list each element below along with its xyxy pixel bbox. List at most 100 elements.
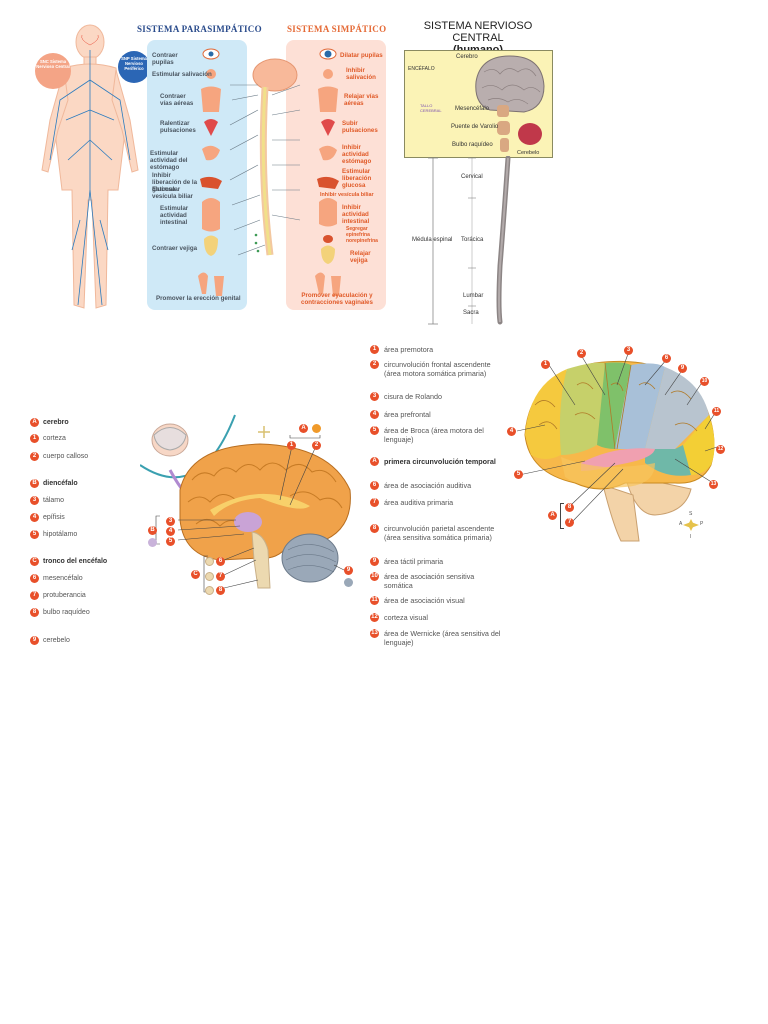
para-item: Estimular vesícula biliar (152, 186, 193, 200)
sympathetic-title: SISTEMA SIMPÁTICO (287, 24, 387, 34)
cns-sacra-label: Sacra (463, 310, 479, 316)
para-item: Contraer vías aéreas (160, 93, 194, 107)
cns-lumbar-label: Lumbar (463, 293, 484, 299)
marker-b: B (148, 526, 157, 535)
lat-marker-5: 5 (514, 470, 523, 479)
simp-item: Promover eyaculación y contracciones vag… (301, 292, 373, 306)
para-item: Estimular salivación (152, 71, 212, 78)
cns-encefalo-label: ENCÉFALO (408, 66, 435, 72)
lat-marker-4: 4 (507, 427, 516, 436)
snc-badge-label: SNC Sistema Nervioso Central (36, 59, 70, 69)
marker-6: 6 (216, 557, 225, 566)
lat-marker-9: 9 (678, 364, 687, 373)
central-brain-spine-illustration (229, 58, 301, 256)
marker-2: 2 (312, 441, 321, 450)
marker-a: A (299, 424, 308, 433)
marker-c-dot2 (205, 572, 214, 581)
para-item: Inhibir liberación de la glucosa (152, 172, 198, 193)
parasympathetic-title: SISTEMA PARASIMPÁTICO (137, 24, 262, 34)
cns-tallo-label: TALLO CEREBRAL (420, 103, 442, 113)
marker-b-dot (148, 538, 157, 547)
cns-brain-illustration (475, 55, 545, 152)
lat-marker-a: A (548, 511, 557, 520)
marker-5: 5 (166, 537, 175, 546)
para-item: Contraer pupilas (152, 52, 178, 66)
simp-item: Inhibir salivación (346, 67, 376, 81)
lateral-brain-illustration (516, 350, 718, 542)
cns-bulbo-label: Bulbo raquídeo (452, 142, 493, 148)
para-item: Estimular actividad del estómago (150, 150, 188, 171)
simp-item: Inhibir actividad estómago (342, 144, 372, 165)
cns-mesencefalo-label: Mesencéfalo (455, 106, 490, 112)
marker-8: 8 (216, 586, 225, 595)
cns-toracica-label: Torácica (461, 237, 484, 243)
marker-9: 9 (344, 566, 353, 575)
lat-marker-11: 11 (712, 407, 721, 416)
marker-c: C (191, 570, 200, 579)
simp-item: Dilatar pupilas (340, 52, 383, 59)
para-item: Estimular actividad intestinal (160, 205, 189, 226)
marker-1: 1 (287, 441, 296, 450)
simp-item: Inhibir vesícula biliar (320, 192, 374, 198)
lat-marker-7: 7 (565, 518, 574, 527)
human-body-nervous-system-illustration (41, 24, 139, 309)
lat-marker-2: 2 (577, 349, 586, 358)
lat-marker-8: 8 (565, 503, 574, 512)
simp-item: Subir pulsaciones (342, 120, 378, 134)
compass-p: P (700, 521, 704, 527)
compass-a: A (679, 521, 683, 527)
lat-marker-3: 3 (624, 346, 633, 355)
snc-badge (35, 53, 71, 89)
compass-i: I (690, 534, 692, 540)
simp-item: Relajar vejiga (350, 250, 371, 264)
para-item: Promover la erección genital (156, 295, 241, 302)
cns-cervical-label: Cervical (461, 174, 483, 180)
lat-marker-12: 12 (716, 445, 725, 454)
marker-c-dot1 (205, 557, 214, 566)
sympathetic-organ-icons (315, 48, 341, 296)
cns-cerebelo-label: Cerebelo (517, 150, 540, 156)
lat-bracket (560, 503, 564, 529)
simp-item: Relajar vías aéreas (344, 93, 379, 107)
spinal-cord-illustration (428, 156, 511, 325)
simp-item: Segregar epinefrina norepinefrina (346, 226, 378, 244)
cns-puente-label: Puente de Varolio (451, 124, 499, 130)
sagittal-brain-illustration (140, 414, 351, 593)
lat-marker-6: 6 (662, 354, 671, 363)
cns-cerebro-label: Cerebro (456, 54, 478, 60)
marker-a-dot (312, 424, 321, 433)
lat-marker-10: 10 (700, 377, 709, 386)
marker-4: 4 (166, 527, 175, 536)
para-item: Ralentizar pulsaciones (160, 120, 196, 134)
simp-item: Estimular liberación glucosa (342, 168, 372, 189)
cns-medula-label: Médula espinal (412, 237, 453, 243)
simp-item: Inhibir actividad intestinal (342, 204, 370, 225)
marker-3: 3 (166, 517, 175, 526)
snp-badge-label: SNP Sistema Nervioso Periférico (121, 56, 147, 71)
para-item: Contraer vejiga (152, 245, 198, 252)
sympathetic-panel (286, 40, 386, 310)
compass-s: S (689, 511, 693, 517)
